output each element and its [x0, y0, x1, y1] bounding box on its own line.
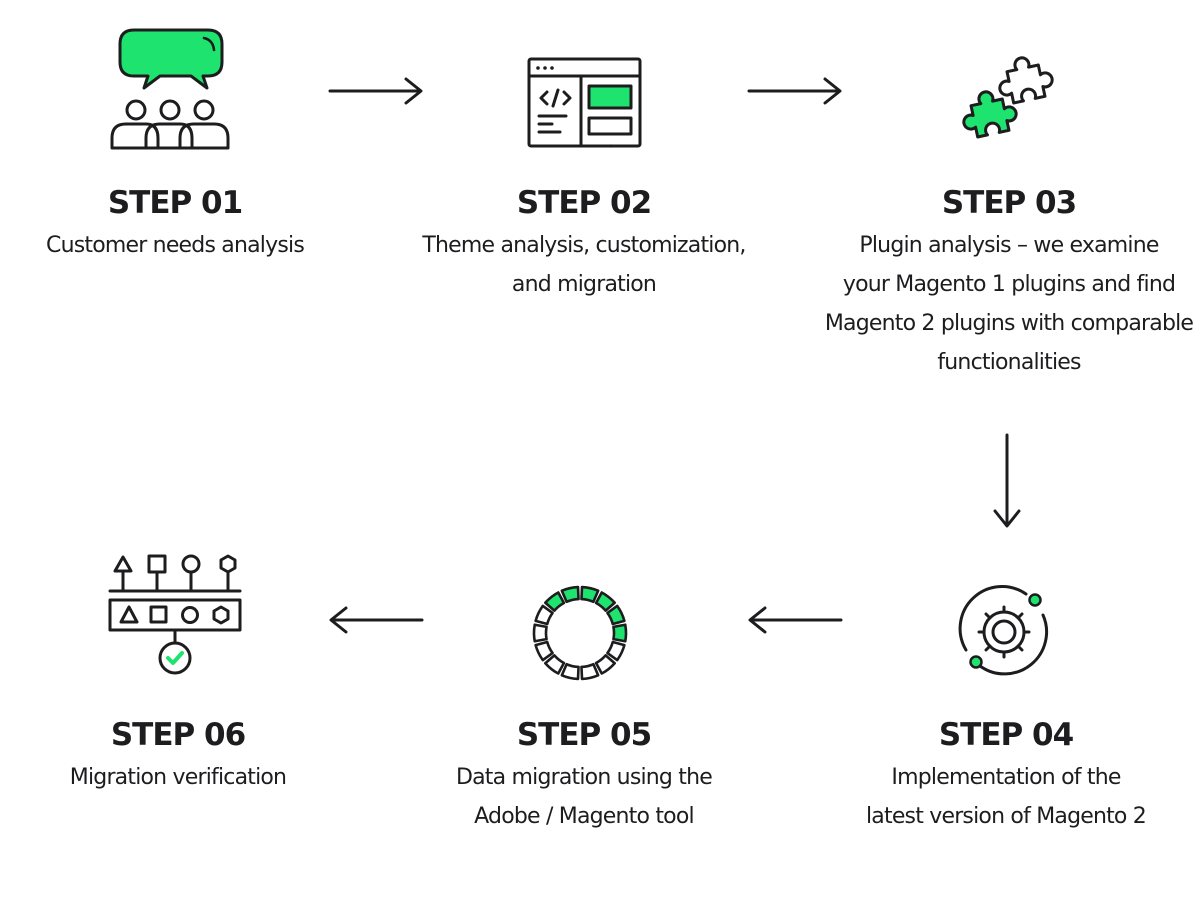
step-06-description: Migration verification: [0, 758, 368, 797]
ring-segment: [606, 640, 626, 662]
ring-segment: [560, 585, 580, 604]
ring-segment: [560, 662, 580, 681]
ring-segment: [532, 623, 548, 643]
loading-ring-icon: [532, 585, 628, 681]
ring-segment: [606, 604, 626, 626]
step-04-description: Implementation of the latest version of …: [816, 758, 1196, 836]
ring-segment: [544, 654, 566, 675]
step-03-description-line: Plugin analysis – we examine: [859, 233, 1159, 258]
step-02-title: STEP 02: [516, 185, 652, 221]
step-06-title: STEP 06: [110, 717, 246, 753]
ring-segment: [534, 604, 554, 626]
step-04-description-line: latest version of Magento 2: [866, 804, 1147, 829]
ring-segment: [594, 654, 616, 675]
customer-chat-icon: [110, 28, 230, 150]
step-04-description-line: Implementation of the: [891, 765, 1121, 790]
step-05-description-line: Data migration using the: [455, 765, 713, 790]
puzzle-icon: [962, 56, 1054, 139]
step-02-description-line: Theme analysis, customization,: [422, 233, 746, 258]
arrow-right-icon: [328, 77, 423, 105]
step-03-description: Plugin analysis – we examine your Magent…: [819, 226, 1199, 382]
step-06-description-line: Migration verification: [69, 765, 287, 790]
step-03-description-line: Magento 2 plugins with comparable: [824, 311, 1194, 336]
ring-segment: [594, 591, 616, 612]
step-03-description-line: functionalities: [937, 350, 1081, 375]
ring-segment: [544, 591, 566, 612]
step-05-title: STEP 05: [516, 717, 652, 753]
step-05-description: Data migration using the Adobe / Magento…: [394, 758, 774, 836]
step-01-title: STEP 01: [107, 185, 243, 221]
step-02-description-line: and migration: [511, 272, 657, 297]
code-window-icon: [527, 57, 642, 148]
ring-segment: [580, 585, 600, 604]
arrow-left-icon: [329, 606, 424, 634]
step-02-description: Theme analysis, customization, and migra…: [394, 226, 774, 304]
ring-segment: [580, 662, 600, 681]
step-03-description-line: your Magento 1 plugins and find: [842, 272, 1176, 297]
arrow-right-icon: [747, 77, 842, 105]
shape-check-icon: [108, 554, 242, 675]
arrow-down-icon: [993, 433, 1021, 528]
step-05-description-line: Adobe / Magento tool: [474, 804, 694, 829]
arrow-left-icon: [748, 606, 843, 634]
step-01-description: Customer needs analysis: [0, 226, 365, 265]
ring-segment: [534, 640, 554, 662]
step-04-title: STEP 04: [938, 717, 1074, 753]
ring-segment: [612, 623, 628, 643]
gear-orbit-icon: [958, 585, 1049, 676]
step-01-description-line: Customer needs analysis: [46, 233, 305, 258]
step-03-title: STEP 03: [941, 185, 1077, 221]
